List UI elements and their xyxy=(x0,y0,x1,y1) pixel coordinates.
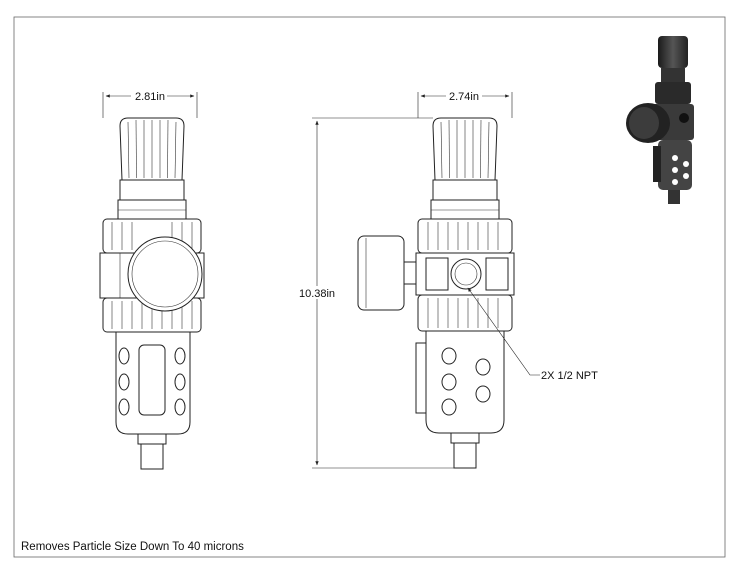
isometric-preview xyxy=(626,36,694,204)
front-width-dimension: 2.81in xyxy=(135,91,165,103)
side-width-dimension: 2.74in xyxy=(449,91,479,103)
drawing-border xyxy=(13,16,726,558)
side-view xyxy=(296,89,540,469)
npt-port-callout: 2X 1/2 NPT xyxy=(541,370,598,382)
particle-size-note: Removes Particle Size Down To 40 microns xyxy=(21,541,244,553)
height-dimension: 10.38in xyxy=(299,288,335,300)
front-view xyxy=(99,89,205,470)
